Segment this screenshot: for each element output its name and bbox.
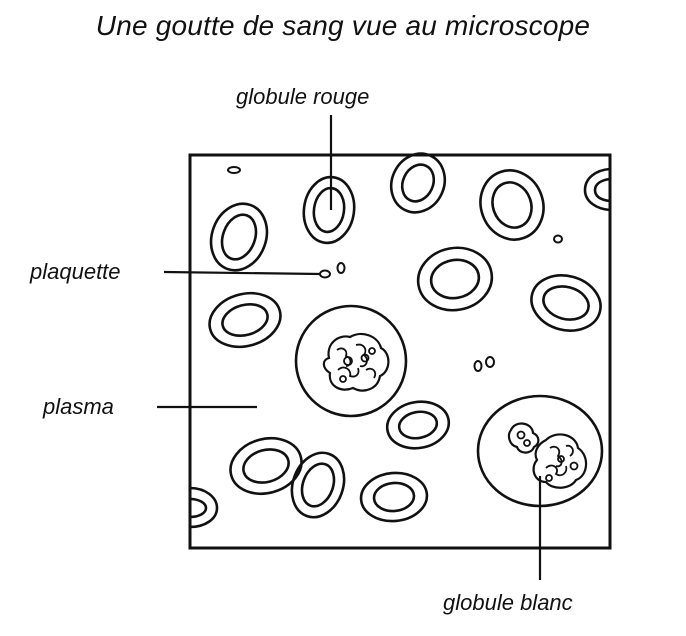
leader-line-platelet bbox=[163, 270, 321, 276]
platelet bbox=[553, 234, 563, 244]
red-blood-cell bbox=[385, 400, 451, 450]
platelet bbox=[227, 166, 241, 174]
platelet bbox=[485, 356, 495, 368]
red-blood-cell bbox=[302, 175, 356, 245]
cell-nucleus bbox=[532, 433, 588, 489]
red-blood-cell bbox=[479, 169, 545, 241]
red-blood-cell bbox=[359, 471, 429, 523]
diagram-title: Une goutte de sang vue au microscope bbox=[95, 10, 591, 41]
red-blood-cell bbox=[416, 246, 494, 312]
red-blood-cell bbox=[530, 274, 602, 332]
platelet bbox=[319, 269, 331, 279]
label-red-blood-cell: globule rouge bbox=[236, 84, 370, 109]
platelet bbox=[336, 262, 346, 274]
red-blood-cell bbox=[208, 291, 282, 349]
red-blood-cell bbox=[189, 486, 219, 529]
label-platelet: plaquette bbox=[30, 259, 121, 284]
cell-nucleus bbox=[507, 422, 540, 454]
red-blood-cell bbox=[209, 202, 269, 272]
red-blood-cell bbox=[389, 152, 447, 214]
label-white-blood-cell: globule blanc bbox=[443, 590, 573, 615]
red-blood-cell bbox=[229, 437, 303, 495]
label-plasma: plasma bbox=[43, 394, 114, 419]
red-blood-cell bbox=[583, 167, 611, 212]
platelet bbox=[473, 360, 483, 372]
microscope-field-frame bbox=[188, 153, 612, 550]
red-blood-cell bbox=[290, 451, 346, 519]
white-blood-cell bbox=[294, 304, 408, 418]
cell-nucleus bbox=[322, 332, 390, 392]
